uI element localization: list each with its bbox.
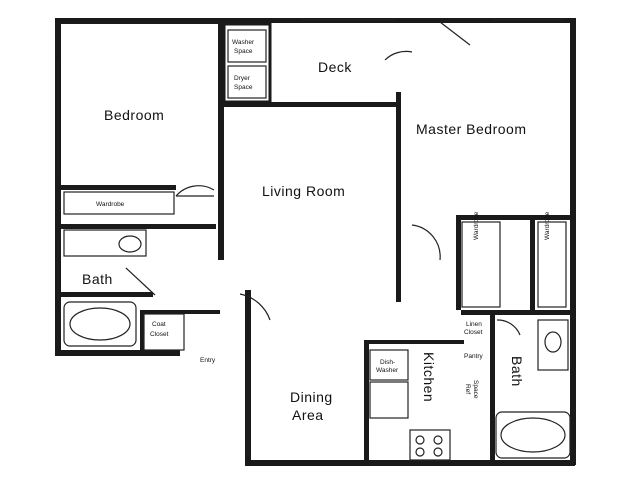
room-label-bath-right: Bath bbox=[509, 356, 525, 387]
label-dryer-1: Dryer bbox=[234, 75, 251, 82]
label-coat-closet-2: Closet bbox=[150, 331, 169, 338]
room-label-dining-line-2: Area bbox=[292, 407, 324, 423]
label-wardrobe-master-left: Wardrobe bbox=[473, 211, 480, 240]
label-dishwasher-1: Dish- bbox=[380, 359, 395, 366]
fixture-labels: Washer Space Dryer Space Wardrobe Wardro… bbox=[96, 39, 551, 399]
room-labels: Bedroom Deck Master Bedroom Living Room … bbox=[82, 59, 526, 423]
label-linen-closet-1: Linen bbox=[466, 321, 482, 328]
doors bbox=[125, 21, 521, 336]
room-label-dining-line-1: Dining bbox=[290, 389, 333, 405]
label-dryer-2: Space bbox=[234, 84, 253, 91]
fixtures bbox=[63, 29, 571, 461]
label-coat-closet-1: Coat bbox=[152, 321, 166, 328]
room-label-entry: Entry bbox=[200, 357, 216, 364]
label-ref-space-2: Space bbox=[472, 380, 479, 399]
label-washer-2: Space bbox=[234, 48, 253, 55]
label-linen-closet-2: Closet bbox=[464, 329, 483, 336]
room-label-bedroom: Bedroom bbox=[104, 107, 164, 123]
room-label-bath-left: Bath bbox=[82, 271, 113, 287]
label-pantry: Pantry bbox=[464, 353, 484, 360]
windows bbox=[57, 19, 565, 455]
room-label-master-bedroom: Master Bedroom bbox=[416, 121, 526, 137]
room-label-kitchen: Kitchen bbox=[421, 352, 437, 402]
label-washer-1: Washer bbox=[232, 39, 255, 46]
room-label-deck: Deck bbox=[318, 59, 352, 75]
room-label-living-room: Living Room bbox=[262, 183, 345, 199]
label-wardrobe-bedroom: Wardrobe bbox=[96, 201, 125, 208]
label-wardrobe-master-right: Wardrobe bbox=[544, 211, 551, 240]
label-ref-space-1: Ref bbox=[464, 384, 471, 394]
label-dishwasher-2: Washer bbox=[376, 367, 399, 374]
